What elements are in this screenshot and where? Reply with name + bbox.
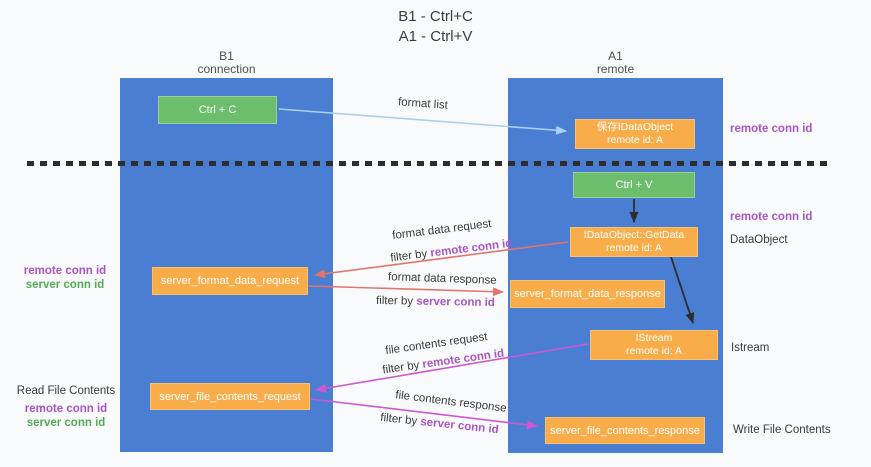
node-server-format-data-response: server_format_data_response [510, 280, 665, 308]
label-format-data-request: format data request [391, 217, 493, 243]
left-label-read-file-group: Read File Contents remote conn id server… [14, 384, 118, 430]
node-save-idataobject-line2: remote id: A [606, 134, 664, 146]
node-server-file-contents-request-label: server_file_contents_request [159, 390, 301, 403]
filter-prefix: filter by [379, 411, 421, 428]
right-label-istream: Istream [731, 342, 770, 354]
title-line-2: A1 - Ctrl+V [398, 28, 473, 45]
lane-b1-role: connection [197, 62, 256, 76]
node-ctrl-v: Ctrl + V [573, 172, 695, 198]
node-save-idataobject: 保存IDataObject remote id: A [575, 119, 695, 149]
filter-prefix: filter by [381, 358, 424, 377]
node-getdata-line2: remote id: A [605, 242, 663, 254]
lane-header-a1: A1 remote [508, 50, 723, 76]
left-remote-conn-id-1: remote conn id [23, 265, 107, 277]
lane-a1-role: remote [596, 62, 635, 76]
format-data-response-arrow [308, 285, 504, 297]
node-server-file-contents-request: server_file_contents_request [150, 383, 310, 410]
left-read-file-contents: Read File Contents [16, 385, 116, 397]
lane-b1-name: B1 [219, 49, 234, 63]
node-istream: IStream remote id: A [590, 330, 718, 360]
filter-key-remote-conn-id: remote conn id [421, 347, 505, 371]
filter-key-server-conn-id: server conn id [419, 416, 500, 437]
right-label-remote-conn-id-top: remote conn id [730, 123, 813, 135]
phase-divider-dashed-line [27, 161, 833, 166]
lane-header-b1: B1 connection [120, 50, 333, 76]
node-ctrl-c: Ctrl + C [158, 96, 277, 124]
filter-prefix: filter by [375, 294, 417, 308]
right-label-write-file-contents: Write File Contents [733, 424, 831, 436]
diagram-title: B1 - Ctrl+C A1 - Ctrl+V [0, 7, 871, 47]
node-server-file-contents-response: server_file_contents_response [545, 417, 705, 444]
filter-key-server-conn-id: server conn id [416, 295, 495, 310]
lane-a1-name: A1 [608, 49, 623, 63]
left-remote-conn-id-2: remote conn id [24, 403, 108, 415]
node-ctrl-c-label: Ctrl + C [198, 104, 237, 116]
left-server-conn-id-1: server conn id [25, 279, 105, 291]
title-line-1: B1 - Ctrl+C [398, 8, 473, 25]
right-label-remote-conn-id-mid: remote conn id [730, 211, 813, 223]
label-filter-format-response: filter by server conn id [376, 295, 495, 309]
node-server-format-data-request: server_format_data_request [152, 267, 308, 295]
label-filter-format-request: filter by remote conn id [390, 238, 513, 265]
label-file-contents-response: file contents response [394, 389, 508, 415]
filter-key-remote-conn-id: remote conn id [429, 237, 513, 260]
node-getdata-line1: IDataObject::GetData [583, 228, 685, 241]
node-server-format-data-response-label: server_format_data_response [514, 288, 661, 300]
node-istream-line1: IStream [635, 331, 673, 344]
node-istream-line2: remote id: A [625, 345, 683, 357]
node-server-format-data-request-label: server_format_data_request [160, 275, 300, 287]
node-idataobject-getdata: IDataObject::GetData remote id: A [570, 227, 698, 257]
left-label-conn-ids-format: remote conn id server conn id [20, 264, 110, 292]
node-ctrl-v-label: Ctrl + V [615, 179, 653, 191]
label-format-data-response: format data response [387, 271, 497, 287]
label-format-list: format list [397, 96, 449, 112]
filter-prefix: filter by [389, 247, 432, 265]
node-server-file-contents-response-label: server_file_contents_response [550, 424, 700, 437]
node-save-idataobject-line1: 保存IDataObject [596, 120, 674, 133]
left-server-conn-id-2: server conn id [26, 417, 106, 429]
label-filter-file-response: filter by server conn id [380, 412, 499, 436]
right-label-dataobject: DataObject [730, 234, 788, 246]
